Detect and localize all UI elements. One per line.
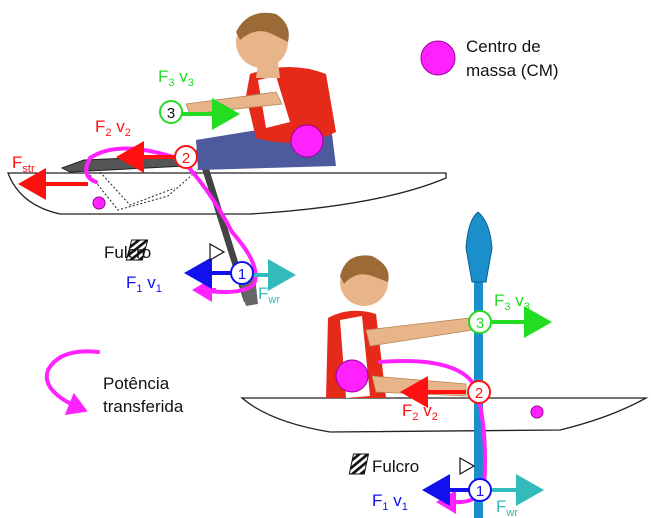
kayak-cm-marker — [335, 359, 369, 393]
kayak-arm-top — [365, 317, 473, 347]
rowing-f2-label: F2 v2 — [95, 117, 131, 139]
rowing-neck — [256, 62, 280, 78]
svg-text:2: 2 — [182, 150, 190, 167]
kayak-fulcrum-hatch — [348, 453, 370, 475]
svg-text:1: 1 — [238, 266, 246, 283]
rowing-fulcrum-label: Fulcro — [104, 243, 151, 262]
kayak-fulcrum-triangle — [459, 456, 476, 476]
kayak-point-1: 1 — [468, 478, 492, 502]
power-legend-curve — [44, 349, 100, 416]
rowing-point-1: 1 — [230, 261, 254, 285]
kayak-paddle-blade — [465, 211, 493, 283]
cm-legend-marker — [420, 40, 456, 76]
rowing-fstr-label: Fstr — [12, 153, 35, 175]
power-legend-line2: transferida — [103, 397, 184, 416]
rowing-f3-label: F3 v3 — [158, 67, 194, 89]
power-legend-line1: Potência — [103, 374, 170, 393]
kayak-f2-label: F2 v2 — [402, 401, 438, 423]
kayak-cm-boat-marker — [530, 405, 544, 419]
svg-text:3: 3 — [476, 315, 484, 332]
rowing-f1-label: F1 v1 — [126, 273, 162, 295]
power-legend: Potência transferida — [44, 349, 184, 416]
rowing-hair — [236, 12, 289, 42]
svg-text:2: 2 — [475, 385, 483, 402]
rowing-point-2: 2 — [174, 145, 198, 169]
rowing-power-curve — [84, 146, 258, 294]
rowing-point-3: 3 — [159, 100, 183, 124]
rowing-boat-hull — [7, 172, 447, 215]
kayak-hull — [240, 397, 649, 433]
svg-text:1: 1 — [476, 483, 484, 500]
rowing-fulcrum-hatch — [125, 239, 149, 261]
rowing-fulcrum-triangle — [209, 242, 226, 262]
rowing-fwr-label: Fwr — [258, 284, 280, 306]
kayak-hair — [340, 255, 389, 284]
cm-legend-line2: massa (CM) — [466, 61, 559, 80]
cm-legend-line1: Centro de — [466, 37, 541, 56]
cm-legend: Centro de massa (CM) — [420, 37, 559, 80]
kayak-f3-label: F3 v3 — [494, 291, 530, 313]
kayak-fulcrum-label: Fulcro — [372, 457, 419, 476]
svg-text:3: 3 — [167, 105, 175, 122]
kayak-point-3: 3 — [468, 310, 492, 334]
kayak-fwr-label: Fwr — [496, 497, 518, 518]
kayak-scene: 3 2 1 F3 v3 F2 v2 Fulcro F1 v1 Fwr — [240, 211, 649, 518]
kayak-point-2: 2 — [467, 380, 491, 404]
rowing-leg-ghost — [89, 167, 201, 211]
rowing-cm-boat-marker — [92, 196, 106, 210]
rowing-cm-marker — [290, 124, 324, 158]
rowing-scene: 3 2 1 F3 v3 F2 v2 Fstr Fulcro F1 v1 Fwr — [7, 12, 447, 306]
kayak-f1-label: F1 v1 — [372, 491, 408, 513]
